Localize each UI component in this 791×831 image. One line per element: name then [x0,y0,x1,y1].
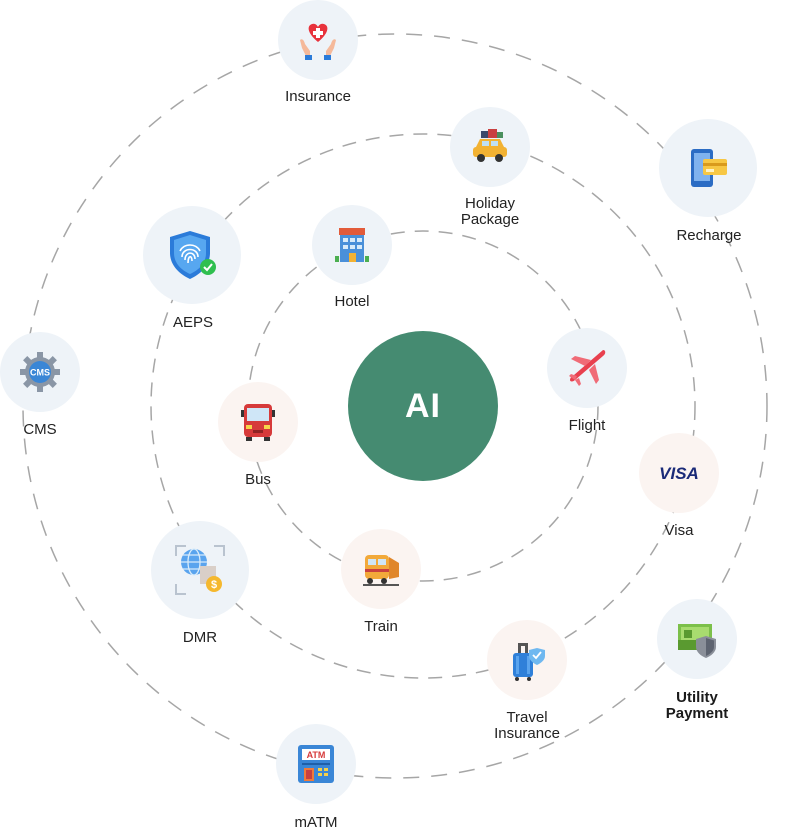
insurance-label: Insurance [285,88,351,105]
cms-label: CMS [23,421,57,438]
flight-node[interactable] [547,328,627,408]
matm-node[interactable]: ATM [276,724,356,804]
matm-label: mATM [294,814,338,831]
bus-node[interactable] [218,382,298,462]
middle-orbit [150,133,696,679]
cash-shield-icon [678,624,716,658]
atm-machine-icon: ATM [298,745,334,783]
heart-hands-icon [300,23,336,60]
travel-insurance-label: Travel Insurance [494,709,560,742]
cms-node[interactable]: CMS [0,332,80,412]
dmr-label: DMR [182,629,218,646]
dmr-node[interactable]: $ [151,521,249,619]
flight-label: Flight [568,417,606,434]
hotel-building-icon [335,228,369,262]
airplane-icon [569,350,606,386]
atm-sign-text: ATM [307,750,326,760]
train-node[interactable] [341,529,421,609]
visa-node[interactable]: VISA [639,433,719,513]
ai-hub-label: AI [405,386,441,425]
cms-gear-icon: CMS [20,352,60,392]
visa-logo-icon: VISA [659,464,699,483]
aeps-node[interactable] [143,206,241,304]
svg-text:$: $ [211,579,217,591]
holiday-package-node[interactable] [450,107,530,187]
outer-orbit [22,33,768,779]
train-icon [363,555,399,586]
utility-payment-label: Utility Payment [665,689,729,722]
globe-money-icon: $ [175,545,225,595]
fingerprint-shield-icon [170,231,216,279]
suitcase-shield-icon [513,643,545,681]
bus-label: Bus [245,471,271,488]
hotel-label: Hotel [334,293,370,310]
travel-insurance-node[interactable] [487,620,567,700]
insurance-node[interactable] [278,0,358,80]
visa-label: Visa [664,522,694,539]
visa-logo-text: VISA [659,464,699,483]
bus-icon [241,404,275,441]
ai-hub: AI [348,331,498,481]
utility-payment-node[interactable] [657,599,737,679]
phone-card-icon [691,149,727,187]
hotel-node[interactable] [312,205,392,285]
recharge-node[interactable] [659,119,757,217]
svg-text:CMS: CMS [30,368,50,378]
car-luggage-icon [473,129,507,162]
aeps-label: AEPS [172,314,214,331]
holiday-package-label: Holiday Package [460,195,520,228]
train-label: Train [364,618,398,635]
recharge-label: Recharge [676,227,742,244]
